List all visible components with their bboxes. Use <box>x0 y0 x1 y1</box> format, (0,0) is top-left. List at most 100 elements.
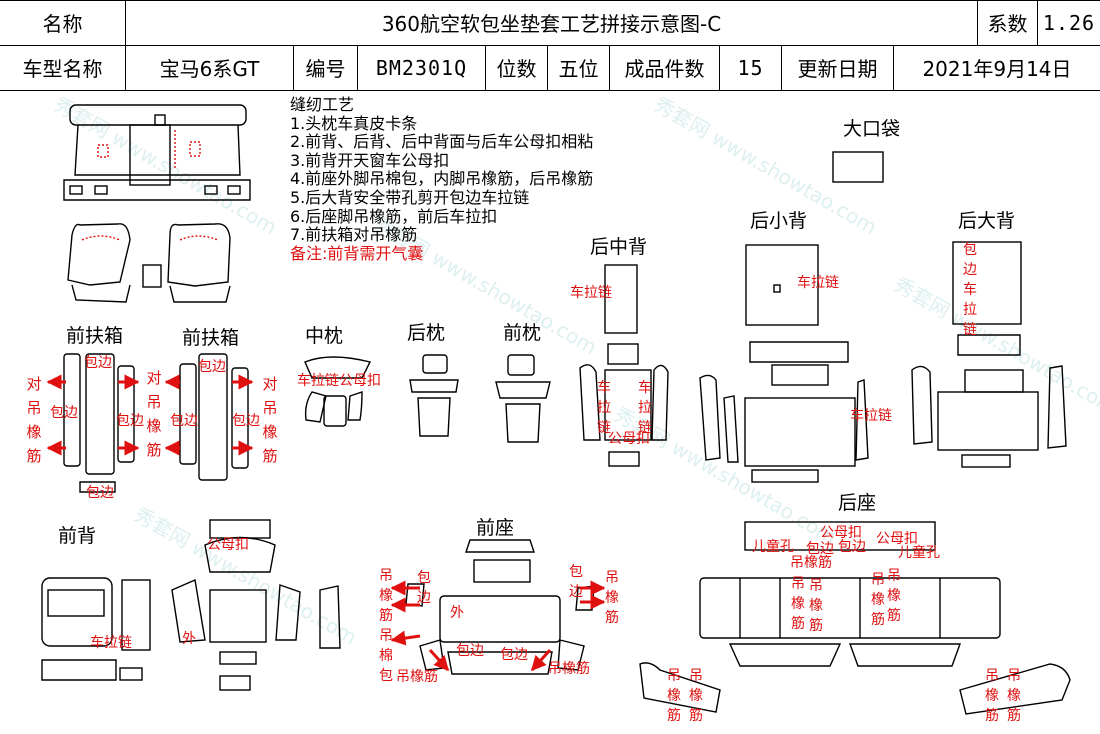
coefficient-value: 1.26 <box>1042 10 1096 35</box>
annotation-binding: 包边 <box>86 485 114 501</box>
annotation-hang-elastic: 吊橡筋 <box>791 576 805 632</box>
annotation-hang-elastic: 吊橡筋 <box>1007 668 1021 724</box>
rear-small-back-panel <box>745 244 819 326</box>
annotation-zipper: 车拉链 <box>90 635 132 651</box>
annotation-pair-hang-elastic: 对吊橡筋 <box>26 375 42 465</box>
model-value: 宝马6系GT <box>126 45 294 90</box>
annotation-zipper-snap: 车拉链公母扣 <box>297 373 381 389</box>
code-value: BM2301Q <box>358 45 486 90</box>
annotation-binding: 包边 <box>806 541 834 557</box>
annotation-hang-elastic: 吊橡筋 <box>605 570 619 626</box>
annotation-binding: 包边 <box>500 647 528 663</box>
rear-mid-back-panel <box>604 264 638 334</box>
annotation-binding: 包边 <box>50 405 78 421</box>
annotation-binding: 包边 <box>838 539 866 555</box>
rear-small-back-pieces <box>699 341 869 483</box>
sewing-notes: 缝纫工艺 1.头枕车真皮卡条 2.前背、后背、后中背面与后车公母扣相粘 3.前背… <box>290 95 594 263</box>
annotation-hang-elastic: 吊橡筋 <box>887 568 901 624</box>
annotation-binding: 包边 <box>198 359 226 375</box>
front-seats-overview <box>67 223 231 303</box>
section-front-armrest: 前扶箱 <box>182 327 240 349</box>
annotation-hang-elastic: 吊橡筋 <box>379 568 393 624</box>
section-mid-pillow: 中枕 <box>305 325 344 347</box>
annotation-outer: 外 <box>450 605 464 621</box>
section-rear-mid-back: 后中背 <box>590 236 648 258</box>
annotation-hang-elastic: 吊橡筋 <box>790 555 832 571</box>
annotation-hang-elastic: 吊橡筋 <box>985 668 999 724</box>
rear-seat-pieces <box>639 521 1071 715</box>
annotation-snap: 公母扣 <box>207 537 249 553</box>
rear-bench-seams <box>97 130 201 170</box>
annotation-zipper: 车拉链 <box>638 380 652 436</box>
section-front-seat: 前座 <box>476 517 515 539</box>
annotation-hang-elastic: 吊橡筋 <box>396 669 438 685</box>
model-label: 车型名称 <box>0 45 126 90</box>
note-item: 4.前座外脚吊棉包，内脚吊橡筋，后吊橡筋 <box>290 169 594 189</box>
pieces-label: 成品件数 <box>610 45 720 90</box>
pieces-value: 15 <box>720 45 782 90</box>
seats-label: 位数 <box>486 45 548 90</box>
annotation-binding: 包边 <box>456 643 484 659</box>
annotation-zipper: 车拉链 <box>570 285 612 301</box>
section-front-armrest: 前扶箱 <box>66 325 124 347</box>
section-rear-pillow: 后枕 <box>407 322 446 344</box>
annotation-hang-elastic: 吊橡筋 <box>689 668 703 724</box>
annotation-snap: 公母扣 <box>608 431 650 447</box>
section-rear-big-back: 后大背 <box>958 210 1016 232</box>
front-armrest-right <box>179 353 249 481</box>
annotation-hang-cotton: 吊棉包 <box>379 628 393 684</box>
note-item: 1.头枕车真皮卡条 <box>290 113 418 133</box>
front-armrest-left <box>63 353 135 493</box>
annotation-outer: 外 <box>182 631 196 647</box>
annotation-binding: 包边 <box>569 564 583 600</box>
annotation-pair-hang-elastic: 对吊橡筋 <box>146 369 162 459</box>
section-front-pillow: 前枕 <box>503 322 542 344</box>
annotation-child-seat-hole: 儿童孔 <box>752 539 794 555</box>
page-title: 360航空软包坐垫套工艺拼接示意图-C <box>126 0 978 45</box>
section-big-pocket: 大口袋 <box>843 118 901 140</box>
annotation-child-seat-hole: 儿童孔 <box>898 545 940 561</box>
coefficient-label: 系数 <box>978 0 1038 45</box>
date-label: 更新日期 <box>782 45 894 90</box>
annotation-pair-hang-elastic: 对吊橡筋 <box>262 375 278 465</box>
notes-remark: 备注:前背需开气囊 <box>290 243 424 263</box>
name-label: 名称 <box>0 0 126 45</box>
annotation-binding-zipper: 包边车拉链 <box>963 242 977 338</box>
annotation-hang-elastic: 吊橡筋 <box>667 668 681 724</box>
annotation-zipper: 车拉链 <box>850 408 892 424</box>
seats-value: 五位 <box>548 45 610 90</box>
note-item: 5.后大背安全带孔剪开包边车拉链 <box>290 187 530 207</box>
annotation-binding: 包边 <box>116 413 144 429</box>
annotation-binding: 包边 <box>232 413 260 429</box>
note-item: 2.前背、后背、后中背面与后车公母扣相粘 <box>290 132 594 152</box>
front-pillow-pieces <box>495 354 551 443</box>
section-rear-seat: 后座 <box>838 492 877 514</box>
annotation-hang-elastic: 吊橡筋 <box>809 578 823 634</box>
big-pocket-piece <box>832 151 884 183</box>
annotation-binding: 包边 <box>170 413 198 429</box>
annotation-binding: 包边 <box>84 355 112 371</box>
rear-big-back-pieces <box>911 334 1067 468</box>
mid-pillow-pieces <box>304 356 372 427</box>
date-value: 2021年9月14日 <box>922 57 1072 81</box>
section-rear-small-back: 后小背 <box>750 210 808 232</box>
annotation-zipper: 车拉链 <box>797 275 839 291</box>
note-item: 6.后座脚吊橡筋，前后车拉扣 <box>290 206 498 226</box>
header-table: 名称 360航空软包坐垫套工艺拼接示意图-C 系数 1.26 车型名称 宝马6系… <box>0 0 1100 91</box>
note-item: 7.前扶箱对吊橡筋 <box>290 225 418 245</box>
rear-big-back-panel <box>952 241 1022 325</box>
annotation-zipper: 车拉链 <box>597 380 611 436</box>
code-label: 编号 <box>294 45 358 90</box>
annotation-snap: 公母扣 <box>876 531 918 547</box>
section-front-back: 前背 <box>58 525 97 547</box>
annotation-hang-elastic: 吊橡筋 <box>548 661 590 677</box>
note-item: 3.前背开天窗车公母扣 <box>290 150 450 170</box>
notes-heading: 缝纫工艺 <box>290 95 355 114</box>
annotation-snap: 公母扣 <box>820 525 862 541</box>
front-back-pieces <box>41 519 341 691</box>
annotation-hang-elastic: 吊橡筋 <box>871 572 885 628</box>
annotation-binding: 包边 <box>417 570 431 606</box>
rear-pillow-pieces <box>409 354 459 437</box>
rear-bench-overview <box>63 104 251 201</box>
